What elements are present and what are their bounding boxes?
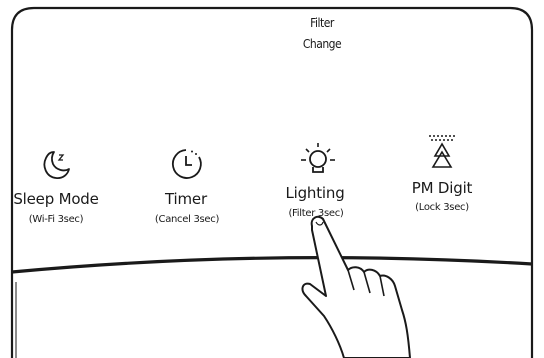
pm-digit-sublabel: (Lock 3sec) (415, 202, 469, 213)
clock-icon (171, 149, 202, 179)
sleep-mode-button[interactable]: Sleep Mode (Wi-Fi 3sec) (0, 140, 110, 235)
panel-border (10, 6, 534, 358)
sleep-mode-sublabel: (Wi-Fi 3sec) (28, 214, 84, 225)
filter-indicator-label-line1: Filter (310, 16, 334, 30)
timer-label: Timer (165, 190, 207, 208)
filter-indicator-label-line2: Change (302, 37, 342, 51)
lighting-button[interactable]: Lighting (Filter 3sec) (268, 135, 368, 235)
light-bulb-icon (301, 143, 335, 173)
pm-sensor-icon (429, 135, 455, 168)
timer-button[interactable]: Timer (Cancel 3sec) (140, 140, 240, 235)
pm-digit-button[interactable]: PM Digit (Lock 3sec) (390, 128, 500, 228)
sleep-mode-label: Sleep Mode (13, 190, 99, 208)
pm-digit-label: PM Digit (411, 179, 473, 197)
moon-icon (43, 151, 70, 180)
lighting-sublabel: (Filter 3sec) (288, 208, 344, 219)
panel-divider-line (11, 256, 533, 274)
timer-sublabel: (Cancel 3sec) (154, 214, 220, 225)
lighting-label: Lighting (285, 184, 345, 202)
